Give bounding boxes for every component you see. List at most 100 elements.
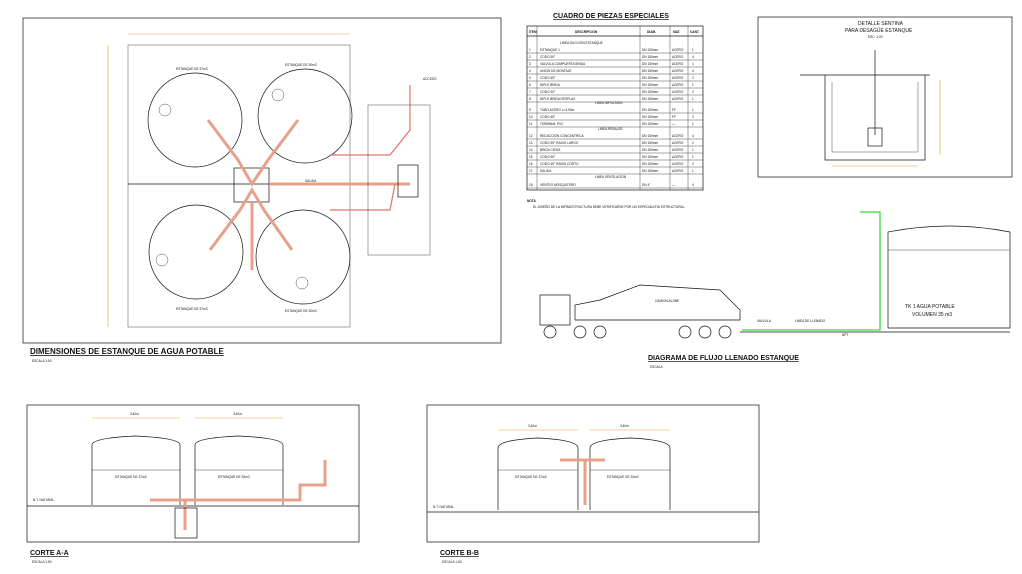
flow-title: DIAGRAMA DE FLUJO LLENADO ESTANQUE [648, 355, 799, 362]
table-cell: DN 150mm [642, 162, 658, 166]
table-cell: CODO 90° [540, 55, 556, 59]
table-header-desc: DESCRIPCION [575, 30, 598, 34]
tank-label-nw: ESTANQUE DE 37m3 [176, 67, 208, 71]
plan-scale: ESCALA 1:50 [32, 359, 52, 363]
section-b-dim-1-label: 3,40m [528, 424, 537, 428]
section-a-frame [26, 404, 360, 543]
flow-diagram: CAMION ALJIBE TK 1 AGUA POTABLE VOLUMEN … [539, 211, 1011, 369]
manhole-sw [155, 253, 169, 267]
table-cell: TUBO ACERO L=4,50m [540, 108, 575, 112]
table-cell: DN 150mm [642, 134, 658, 138]
detail-pit-outline [824, 75, 926, 161]
table-cell: SALIDA [540, 169, 552, 173]
table-cell: DN 4" [642, 183, 650, 187]
truck-wheel-3 [593, 325, 607, 339]
table-cell: NIPLE BRIDA DESPLAZ. [540, 97, 576, 101]
table-cell: 14 [529, 148, 533, 152]
table-cell: CODO 90° RADIO LARGO [540, 141, 579, 145]
table-cell: 2 [692, 141, 694, 145]
plan-title: DIMENSIONES DE ESTANQUE DE AGUA POTABLE [30, 347, 224, 356]
detail-title: DETALLE SENTINA [858, 21, 904, 27]
table-cell: 4 [692, 55, 694, 59]
table-cell: DN 150mm [642, 76, 658, 80]
table-cell: ACERO [672, 55, 684, 59]
equipment-enclosure [367, 104, 431, 256]
table-cell: ACERO [672, 134, 684, 138]
table-title: CUADRO DE PIEZAS ESPECIALES [553, 13, 669, 20]
detail-scale: ESC. 1:20 [868, 35, 883, 39]
section-a-ground-label: N.T. NATURAL [33, 498, 54, 502]
plan-frame [22, 17, 502, 344]
section-a-tank-2 [194, 435, 284, 505]
detail-pump [867, 127, 883, 147]
table-cell: 6 [529, 83, 531, 87]
table-header-qty: CANT. [690, 30, 699, 34]
table-header-diam: DIAM. [647, 30, 656, 34]
section-b-tank-1-label: ESTANQUE DE 37m3 [515, 475, 547, 479]
table-cell: 4 [692, 183, 694, 187]
tank-label-se: ESTANQUE DE 30m3 [285, 309, 317, 313]
table-cell: 4 [529, 69, 531, 73]
section-b: 3,40m 3,40m ESTANQUE DE 37m3 ESTANQUE DE… [426, 404, 760, 564]
table-cell: 15 [529, 155, 533, 159]
table-section-2: LINEA IMPULSION [595, 101, 623, 105]
table-cell: CODO 45° [540, 76, 556, 80]
table-cell: 1 [692, 48, 694, 52]
section-b-dim-2-label: 3,40m [620, 424, 629, 428]
section-a-dim-1-label: 3,40m [130, 412, 139, 416]
section-b-scale: ESCALA 1:50 [442, 560, 462, 564]
table-cell: ACERO [672, 83, 684, 87]
table-cell: 8 [529, 97, 531, 101]
tank-circle-sw [148, 204, 244, 300]
table-cell: DN 150mm [642, 83, 658, 87]
table-cell: ACERO [672, 69, 684, 73]
table-frame [526, 25, 704, 191]
fill-line-label: LINEA DE LLENADO [795, 319, 826, 323]
table-cell: 18 [529, 183, 533, 187]
table-cell: 5 [529, 76, 531, 80]
table-cell: DN 150mm [642, 122, 658, 126]
table-cell: 17 [529, 169, 533, 173]
table-cell: ACERO [672, 162, 684, 166]
table-cell: DN 150mm [642, 97, 658, 101]
table-cell: ACERO [672, 76, 684, 80]
detail-frame [757, 16, 1013, 178]
section-a-pit [174, 507, 198, 539]
table-cell: 1 [692, 83, 694, 87]
table-cell: DN 150mm [642, 169, 658, 173]
sump-detail: DETALLE SENTINA PARA DESAGÜE ESTANQUE ES… [757, 16, 1013, 178]
table-cell: ACERO [672, 155, 684, 159]
table-section-1: LINEA SUCCION ESTANQUE [560, 41, 603, 45]
manhole-nw [158, 103, 172, 117]
table-cell: ACERO [672, 97, 684, 101]
truck-tank [574, 284, 741, 321]
table-section-3: LINEA REBALSE [598, 127, 623, 131]
table-cell: 7 [529, 90, 531, 94]
table-cell: FF [672, 108, 676, 112]
table-cell: DN 150mm [642, 55, 658, 59]
section-a: 3,40m 3,40m ESTANQUE DE 37m3 ESTANQUE DE… [26, 404, 360, 564]
table-cell: ACERO [672, 141, 684, 145]
road-label: SALIDA [305, 179, 317, 183]
tank-circle-ne [257, 68, 353, 164]
tank-slab [127, 44, 351, 328]
table-cell: DN 150mm [642, 69, 658, 73]
table-cell: FF [672, 115, 676, 119]
section-a-tank-1-label: ESTANQUE DE 37m3 [115, 475, 147, 479]
section-b-tank-2 [589, 437, 671, 510]
table-cell: DN 150mm [642, 148, 658, 152]
table-cell: VENTEO MOSQUITERO [540, 183, 576, 187]
detail-pit-inner [831, 82, 919, 153]
table-cell: 1 [692, 62, 694, 66]
table-cell: 2 [529, 55, 531, 59]
table-cell: 4 [692, 134, 694, 138]
truck-wheel-6 [718, 325, 732, 339]
truck-wheel-4 [678, 325, 692, 339]
table-cell: DN 150mm [642, 90, 658, 94]
table-cell: ACERO [672, 48, 684, 52]
truck-label: CAMION ALJIBE [655, 299, 679, 303]
table-cell: 1 [692, 169, 694, 173]
table-cell: BRIDA CIEGA [540, 148, 561, 152]
